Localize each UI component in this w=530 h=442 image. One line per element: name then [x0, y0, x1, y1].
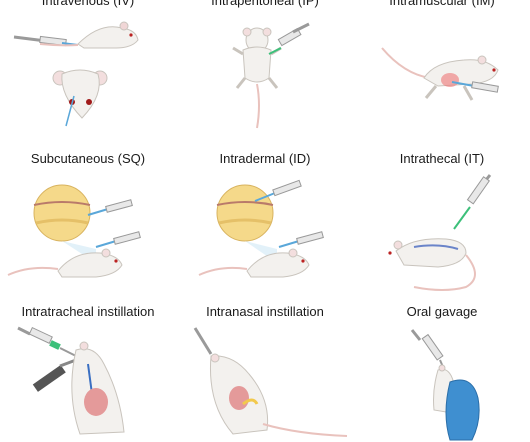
route-label: Intravenous (IV)	[41, 0, 135, 8]
pipette-icon	[193, 327, 213, 355]
intraperitoneal-illustration	[232, 22, 310, 129]
route-intravenous: Intravenous (IV)	[0, 0, 176, 147]
mouse-icon	[71, 341, 125, 435]
mouse-icon	[198, 248, 310, 278]
route-label: Oral gavage	[406, 304, 478, 319]
mouse-head-icon	[52, 69, 108, 127]
syringe-icon	[453, 174, 492, 230]
mouse-icon	[388, 238, 476, 291]
mouse-icon	[210, 353, 348, 437]
laryngoscope-icon	[32, 358, 77, 392]
route-intramuscular: Intramuscular (IM)	[354, 0, 530, 147]
route-intraperitoneal: Intraperitoneal (IP)	[177, 0, 353, 147]
intratracheal-illustration	[17, 326, 125, 435]
syringe-icon	[410, 329, 447, 375]
syringe-icon	[87, 199, 141, 248]
intradermal-illustration	[198, 179, 324, 278]
syringe-icon	[254, 179, 324, 248]
mouse-icon	[381, 47, 499, 101]
mouse-icon	[232, 27, 282, 129]
subcutaneous-illustration	[7, 184, 141, 278]
route-intradermal: Intradermal (ID)	[177, 147, 353, 294]
route-label: Subcutaneous (SQ)	[30, 151, 146, 166]
syringe-icon	[451, 81, 499, 93]
syringe-icon	[17, 326, 77, 357]
route-intranasal: Intranasal instillation	[177, 294, 353, 441]
intramuscular-illustration	[381, 47, 499, 101]
route-subcutaneous: Subcutaneous (SQ)	[0, 147, 176, 294]
gloved-hand-icon	[445, 379, 480, 441]
route-label: Intradermal (ID)	[219, 151, 311, 166]
intravenous-illustration	[13, 21, 139, 127]
route-intratracheal: Intratracheal instillation	[0, 294, 176, 441]
route-label: Intraperitoneal (IP)	[211, 0, 319, 8]
skin-layer-zoom-icon	[33, 184, 96, 263]
syringe-icon	[268, 22, 310, 55]
route-oral-gavage: Oral gavage	[354, 294, 530, 441]
mouse-icon	[7, 248, 123, 278]
route-label: Intrathecal (IT)	[399, 151, 485, 166]
route-label: Intratracheal instillation	[21, 304, 155, 319]
route-label: Intramuscular (IM)	[389, 0, 495, 8]
route-intrathecal: Intrathecal (IT)	[354, 147, 530, 294]
intrathecal-illustration	[388, 174, 492, 291]
oral-gavage-illustration	[410, 329, 480, 441]
route-label: Intranasal instillation	[206, 304, 324, 319]
intranasal-illustration	[193, 327, 348, 437]
mouse-icon	[39, 21, 139, 49]
